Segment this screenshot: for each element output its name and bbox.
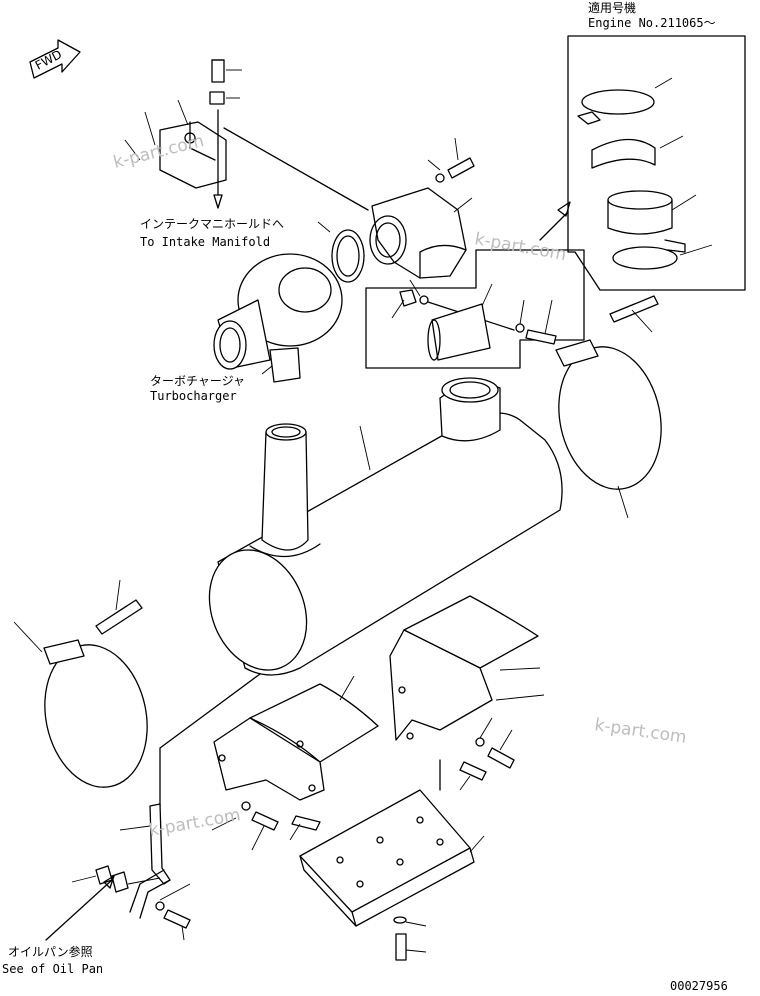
- watermark-3: k-part.com: [593, 715, 687, 748]
- clamp-right-ring: [558, 346, 662, 490]
- bottom-fasteners: [393, 916, 427, 961]
- turbo-label-jp: ターボチャージャ: [150, 374, 245, 388]
- bracket-bolts-right: [459, 717, 515, 791]
- elbow-bolt: [447, 157, 475, 179]
- support-brackets: [213, 595, 545, 801]
- turbo-inlet: [213, 320, 247, 370]
- muffler: [208, 377, 563, 676]
- intake-label-en: To Intake Manifold: [140, 235, 270, 249]
- clamp-right: [555, 295, 662, 519]
- inset-clamp-lower: [612, 246, 678, 270]
- muffler-tailpipe: [261, 431, 309, 551]
- bolt-left-1: [251, 811, 279, 831]
- inset-clamp-upper: [581, 89, 655, 115]
- inset-band: [591, 138, 656, 169]
- bracket-left: [213, 717, 325, 801]
- turbo-housing: [237, 253, 343, 347]
- base-plate: [299, 759, 485, 927]
- serial-title-en: Engine No.211065～: [588, 16, 716, 30]
- bolt-right-1: [487, 747, 515, 769]
- exhaust-elbow: [371, 187, 467, 279]
- fwd-label: FWD: [33, 47, 64, 73]
- watermark-2: k-part.com: [473, 229, 568, 265]
- drain-pipe: [119, 673, 261, 919]
- fwd-direction-marker: FWD: [29, 39, 81, 79]
- fitting-bolt: [163, 909, 191, 929]
- bracket-bolts-left: [211, 801, 321, 851]
- clamp-left-bolt: [95, 599, 143, 635]
- clamp-right-latch: [555, 339, 599, 367]
- serial-inset: 適用号機 Engine No.211065～: [567, 0, 746, 291]
- intake-bracket-group: インテークマニホールドへ To Intake Manifold: [124, 59, 284, 249]
- adapter-inset: [365, 249, 585, 369]
- watermark-4: k-part.com: [147, 805, 242, 841]
- bracket-bolt: [211, 59, 225, 83]
- bolt-right-2: [459, 761, 487, 781]
- bracket-spacer: [209, 91, 225, 105]
- oilpan-label-en: See of Oil Pan: [2, 962, 103, 976]
- fitting-clip: [111, 871, 129, 893]
- elbow-washer: [435, 173, 445, 183]
- serial-title-jp: 適用号機: [588, 0, 636, 15]
- clamp-right-bolt: [609, 295, 659, 323]
- adapter-sleeve: [431, 303, 491, 361]
- clamp-left-ring: [44, 644, 148, 788]
- turbo-label-en: Turbocharger: [150, 389, 237, 403]
- inset-sleeve: [607, 190, 673, 210]
- elbow-group: [223, 127, 475, 283]
- intake-label-jp: インテークマニホールドへ: [140, 217, 284, 231]
- oilpan-label-jp: オイルパン参照: [8, 944, 93, 959]
- intake-bracket: [159, 121, 227, 189]
- clamp-left: [13, 579, 148, 788]
- elbow-gasket: [331, 229, 365, 283]
- bottom-bolt: [395, 933, 407, 961]
- bracket-right: [389, 629, 493, 741]
- adapter-nut: [399, 289, 417, 307]
- turbo-outlet-flange: [269, 347, 301, 383]
- bottom-washer: [393, 916, 407, 924]
- muffler-end-cap: [208, 549, 308, 671]
- saddle-left: [249, 683, 379, 763]
- drawing-number: 00027956: [670, 979, 728, 993]
- inset-pointer-arrow: [539, 201, 571, 241]
- oilpan-fittings: オイルパン参照 See of Oil Pan: [2, 865, 191, 976]
- turbocharger: ターボチャージャ Turbocharger: [150, 253, 343, 403]
- adapter-bolt: [525, 329, 557, 345]
- bolt-left-2: [291, 815, 321, 831]
- clamp-left-latch: [43, 639, 85, 665]
